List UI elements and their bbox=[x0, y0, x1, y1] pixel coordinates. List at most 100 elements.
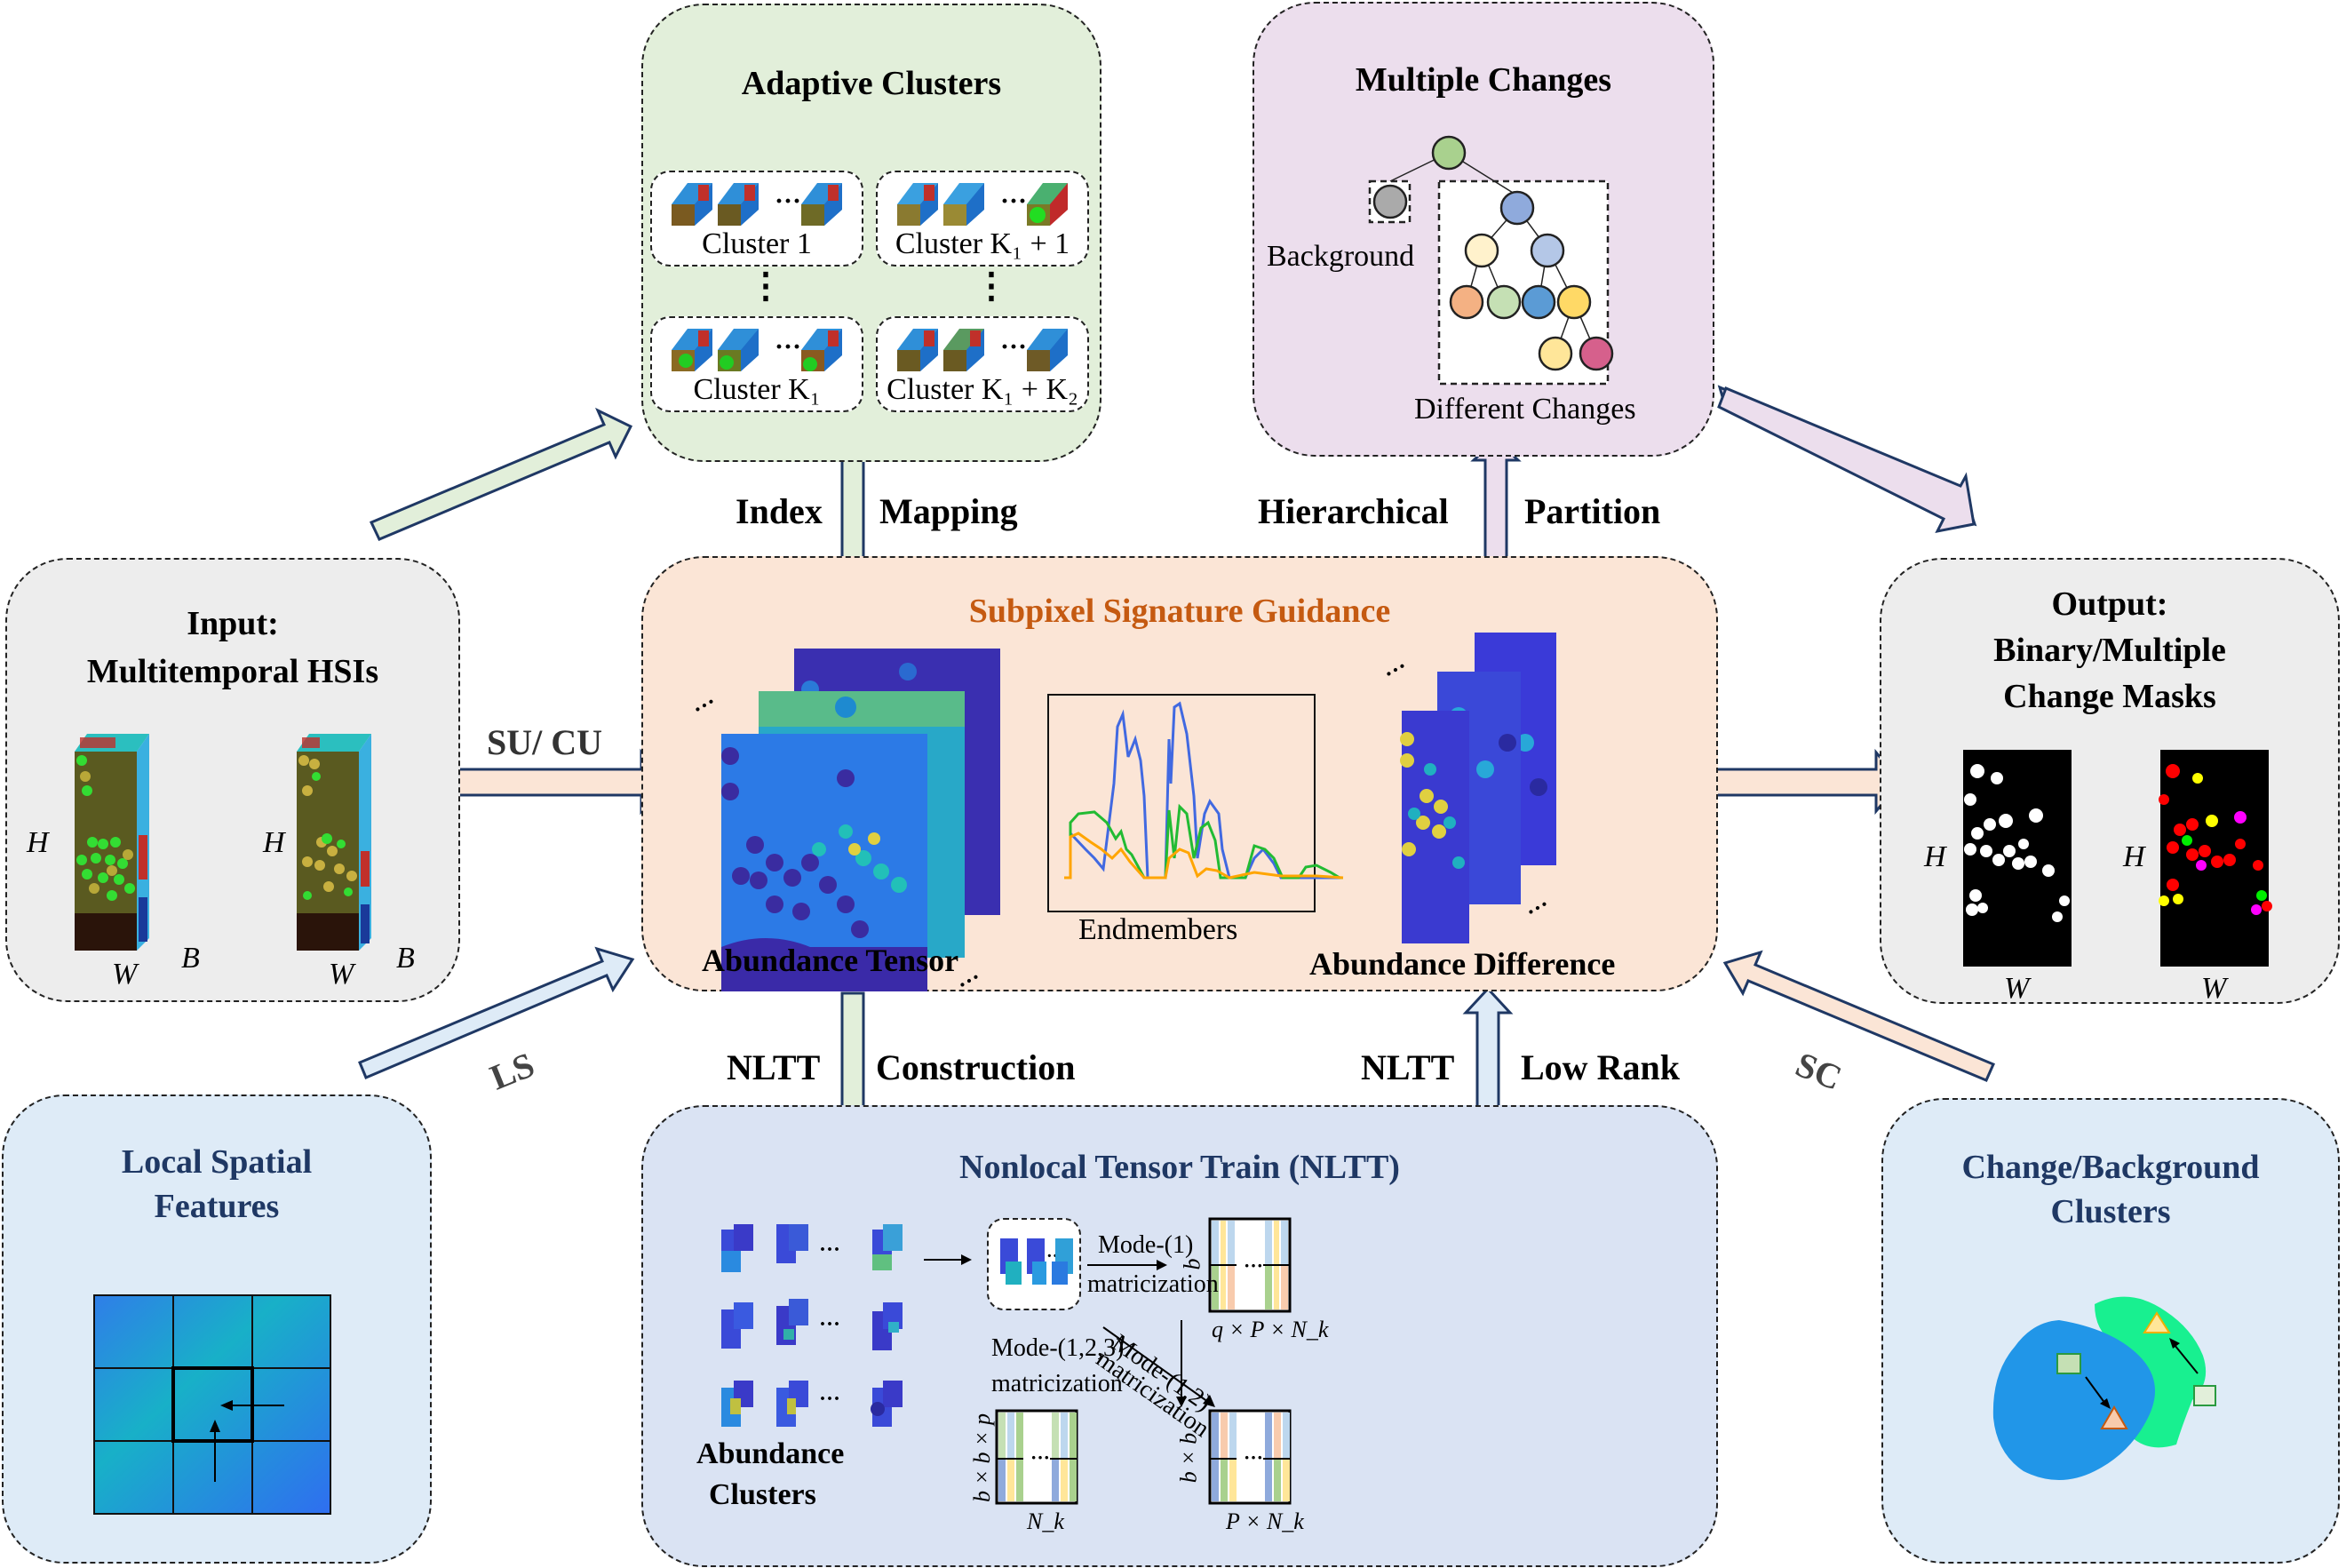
svg-text:···: ··· bbox=[688, 688, 721, 722]
svg-text:···: ··· bbox=[819, 1388, 840, 1411]
tree-node bbox=[1486, 284, 1522, 320]
tree-node bbox=[1538, 336, 1573, 371]
cluster-label-k1: Cluster K₁ bbox=[693, 373, 821, 406]
output-title-line1: Output: bbox=[2051, 585, 2168, 623]
label-mapping: Mapping bbox=[879, 491, 1018, 531]
cluster-box-1: ··· Cluster 1 bbox=[650, 171, 863, 267]
abundance-tensor-image: ··· ··· bbox=[688, 649, 1000, 991]
svg-text:···: ··· bbox=[775, 332, 801, 362]
abundance-clusters-label-line1: Abundance bbox=[696, 1437, 845, 1470]
input-dim-b-2: B bbox=[396, 942, 415, 975]
tree-node-background bbox=[1372, 184, 1408, 219]
different-changes-label: Different Changes bbox=[1414, 393, 1636, 426]
input-dim-w-1: W bbox=[112, 958, 138, 991]
cluster-box-k1: ··· Cluster K₁ bbox=[650, 316, 863, 412]
panel-multiple-changes: Multiple Changes Background Different Ch… bbox=[1253, 2, 1714, 457]
mode-12-cols-dim: P × N_k bbox=[1226, 1508, 1304, 1534]
cluster-label-k1-plus-k2: Cluster K₁ + K₂ bbox=[887, 373, 1078, 406]
change-masks-image bbox=[1963, 750, 2272, 967]
multiple-changes-title: Multiple Changes bbox=[1355, 61, 1612, 99]
endmember-orange-line bbox=[1064, 832, 1344, 880]
input-dim-h-1: H bbox=[27, 826, 49, 859]
svg-text:···: ··· bbox=[1244, 1446, 1263, 1469]
svg-text:···: ··· bbox=[775, 187, 801, 216]
label-su-cu: SU/ CU bbox=[487, 722, 603, 762]
panel-adaptive-clusters: Adaptive Clusters ··· Cluster 1 ··· Clus… bbox=[641, 4, 1101, 462]
cluster-label-1: Cluster 1 bbox=[702, 227, 812, 260]
mode-1-rows-dim: b bbox=[1179, 1258, 1205, 1270]
cluster-box-k1-plus-k2: ··· Cluster K₁ + K₂ bbox=[876, 316, 1089, 412]
mode-12-rows-dim: b × b bbox=[1175, 1432, 1202, 1484]
arrow-hierarchical-partition bbox=[1470, 436, 1522, 577]
background-cluster-blue bbox=[1992, 1320, 2155, 1480]
mode-123-label-line1: Mode-(1,2,3) bbox=[991, 1334, 1125, 1362]
vertical-ellipsis-left: ⋮ bbox=[748, 266, 783, 306]
cluster-cubes-icon: ··· bbox=[672, 329, 842, 371]
arrow-input-to-clusters bbox=[369, 407, 633, 541]
label-construction: Construction bbox=[876, 1047, 1076, 1087]
cluster-box-k1-plus-1: ··· Cluster K₁ + 1 bbox=[876, 171, 1089, 267]
cluster-label-k1-plus-1: Cluster K₁ + 1 bbox=[895, 227, 1070, 260]
adaptive-clusters-title: Adaptive Clusters bbox=[741, 65, 1002, 102]
svg-text:···: ··· bbox=[1030, 1446, 1050, 1469]
panel-nltt: Nonlocal Tensor Train (NLTT) ··· ··· ··· bbox=[641, 1105, 1718, 1567]
svg-text:···: ··· bbox=[1000, 187, 1027, 216]
label-index: Index bbox=[736, 491, 823, 531]
output-dim-w-1: W bbox=[2004, 972, 2030, 1005]
matrix-mode-1: ··· bbox=[1208, 1217, 1292, 1313]
input-dim-w-2: W bbox=[329, 958, 354, 991]
vertical-ellipsis-right: ⋮ bbox=[974, 266, 1009, 306]
panel-change-background-clusters: Change/Background Clusters bbox=[1881, 1098, 2340, 1564]
output-dim-h-1: H bbox=[1924, 840, 1946, 873]
svg-text:···: ··· bbox=[1522, 891, 1555, 925]
label-nltt-right: NLTT bbox=[1361, 1047, 1455, 1087]
arrow-changes-to-output bbox=[1717, 385, 1977, 534]
local-spatial-title-line1: Local Spatial bbox=[121, 1143, 313, 1181]
tree-node bbox=[1464, 233, 1499, 268]
input-dim-h-2: H bbox=[263, 826, 285, 859]
local-spatial-title-line2: Features bbox=[154, 1188, 280, 1225]
panel-local-spatial-features: Local Spatial Features bbox=[2, 1094, 432, 1564]
tree-node bbox=[1530, 233, 1565, 268]
output-dim-h-2: H bbox=[2123, 840, 2145, 873]
change-tree-diagram bbox=[1368, 135, 1614, 386]
abundance-tensor-label: Abundance Tensor bbox=[702, 943, 959, 978]
svg-text:···: ··· bbox=[819, 1238, 840, 1262]
svg-text:···: ··· bbox=[819, 1313, 840, 1336]
subpixel-graphics: ··· ··· ··· ··· bbox=[688, 633, 1556, 991]
arrow-ls bbox=[358, 946, 635, 1079]
matrix-mode-12: ··· bbox=[1208, 1409, 1292, 1505]
panel-subpixel-signature-guidance: Subpixel Signature Guidance ··· ··· bbox=[641, 556, 1718, 991]
local-spatial-grid-image bbox=[93, 1294, 331, 1515]
input-dim-b-1: B bbox=[181, 942, 200, 975]
abundance-clusters-label-line2: Clusters bbox=[709, 1478, 816, 1511]
endmembers-chart bbox=[1047, 694, 1344, 912]
label-partition: Partition bbox=[1524, 491, 1661, 531]
output-title-line2: Binary/Multiple bbox=[1993, 632, 2226, 669]
arrow-sc bbox=[1722, 950, 1995, 1082]
mode-123-rows-dim: b × b × p bbox=[969, 1413, 996, 1503]
panel-output: Output: Binary/Multiple Change Masks H W… bbox=[1880, 558, 2340, 1005]
label-nltt-left: NLTT bbox=[727, 1047, 821, 1087]
tree-node-change bbox=[1499, 190, 1535, 226]
mode-1-cols-dim: q × P × N_k bbox=[1212, 1317, 1329, 1342]
output-dim-w-2: W bbox=[2201, 972, 2227, 1005]
mode-123-label-line2: matricization bbox=[991, 1370, 1123, 1397]
cluster-cubes-icon: ··· bbox=[672, 183, 842, 226]
nltt-graphics: ··· ··· ··· ··· bbox=[721, 1217, 1292, 1505]
change-background-title-line1: Change/Background bbox=[1961, 1149, 2260, 1186]
hsi-cubes-image bbox=[75, 734, 371, 951]
tree-node bbox=[1449, 284, 1484, 320]
endmembers-label: Endmembers bbox=[1078, 913, 1238, 946]
svg-text:···: ··· bbox=[1244, 1254, 1263, 1277]
endmember-green-line bbox=[1064, 803, 1343, 880]
abundance-difference-image: ··· ··· bbox=[1380, 633, 1556, 943]
matrix-mode-123: ··· bbox=[995, 1409, 1078, 1505]
svg-text:···: ··· bbox=[1000, 332, 1027, 362]
panel-input: Input: Multitemporal HSIs H W B H W bbox=[5, 558, 460, 1002]
tree-node bbox=[1579, 336, 1614, 371]
tree-node bbox=[1556, 284, 1592, 320]
svg-text:···: ··· bbox=[1380, 653, 1412, 687]
cluster-cubes-icon: ··· bbox=[897, 329, 1068, 371]
label-hierarchical: Hierarchical bbox=[1258, 491, 1449, 531]
